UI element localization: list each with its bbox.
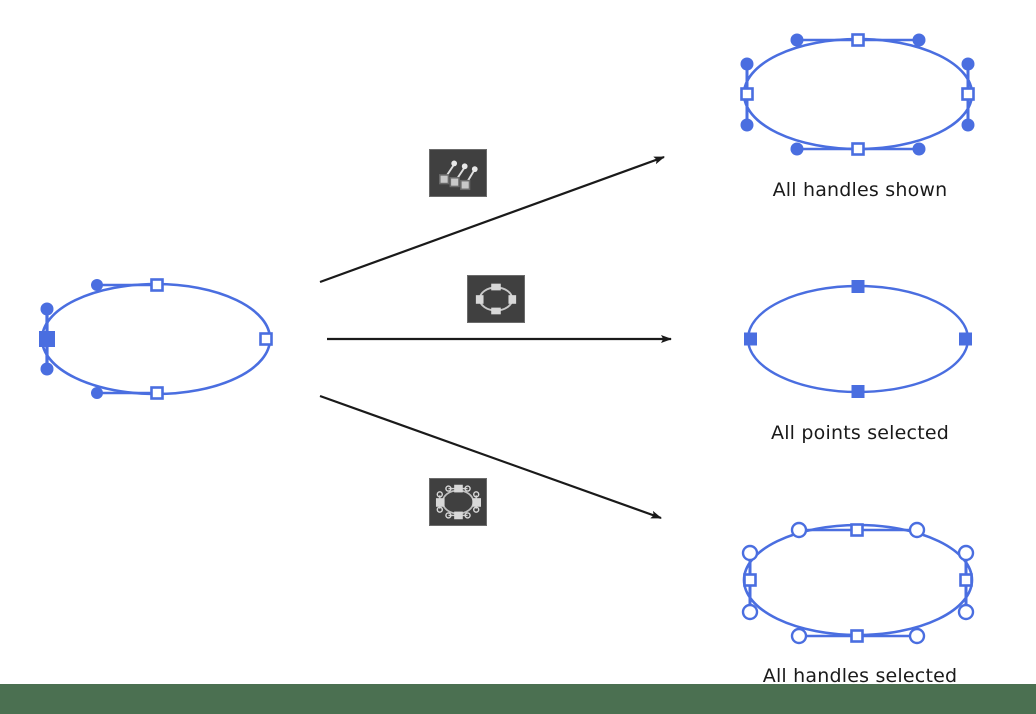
icon-node-top [491,283,501,291]
icon-handle-tl [445,485,452,492]
icon-handle-ld [436,506,444,513]
r1-node-right[interactable] [961,87,975,101]
handle-dot-1 [451,160,458,167]
icon-node-right [472,498,481,507]
icon-node-bottom [454,511,463,520]
r1-handle-bottom-right[interactable] [912,142,926,156]
result-ellipse-handles-shown[interactable] [740,33,975,156]
result-ellipse-handles-selected[interactable] [741,521,975,645]
source-path-blue [40,282,272,396]
r2-node-bottom-selected[interactable] [851,385,865,398]
r3-handle-left-down[interactable] [741,603,759,621]
select-all-nodes-glyph [475,283,517,315]
r1-node-bottom[interactable] [851,142,865,156]
node-square-2 [449,177,460,188]
node-square-1 [439,174,450,185]
icon-handle-ru [472,491,480,498]
caption-all-handles-selected: All handles selected [762,665,958,687]
icon-node-right [508,295,517,304]
r3-node-bottom[interactable] [850,629,864,643]
r3-handle-left-up[interactable] [741,544,759,562]
bottom-bar [0,684,1036,714]
icon-handle-bl [445,512,452,519]
source-node-top[interactable] [150,278,164,292]
caption-all-handles-shown: All handles shown [772,179,948,201]
r3-node-top[interactable] [850,523,864,537]
icon-node-left [435,498,445,507]
source-handle-top-left[interactable] [91,279,103,291]
source-ellipse[interactable] [39,278,273,400]
source-node-bottom[interactable] [150,386,164,400]
select-all-handles-glyph [435,484,481,520]
icon-node-left [475,295,484,304]
r3-handle-bottom-right[interactable] [908,627,926,645]
arrow-group [319,155,672,520]
caption-all-points-selected: All points selected [771,422,949,444]
r1-path-blue [742,37,974,151]
icon-ellipse-path [441,489,475,515]
arrow-to-handles-selected [319,394,662,520]
icon-node-bottom [491,307,501,315]
r3-handle-right-up[interactable] [957,544,975,562]
icon-handle-rd [472,506,480,513]
select-all-handles-icon[interactable] [429,478,487,526]
r1-node-left[interactable] [740,87,754,101]
show-all-handles-glyph [439,160,478,191]
node-square-3 [460,179,471,191]
r2-node-left-selected[interactable] [744,332,757,346]
r1-handle-top-left[interactable] [790,33,804,47]
source-handle-bottom-left[interactable] [91,387,103,399]
r3-handle-top-left[interactable] [790,521,808,539]
r3-node-right[interactable] [959,573,973,587]
r3-node-left[interactable] [743,573,757,587]
source-handle-left-down[interactable] [40,362,54,376]
r3-handle-top-right[interactable] [908,521,926,539]
icon-handle-lu [436,491,444,498]
handle-dot-3 [471,166,478,173]
r2-path-blue [746,284,970,394]
icon-ellipse-path [478,286,514,312]
source-handle-left-up[interactable] [40,302,54,316]
r1-handle-bottom-left[interactable] [790,142,804,156]
r2-node-top-selected[interactable] [851,280,865,293]
source-node-left-selected[interactable] [39,331,55,347]
r3-path-blue [742,523,974,637]
r1-handle-right-up[interactable] [961,57,975,71]
handle-dot-2 [461,163,468,170]
select-all-nodes-icon[interactable] [467,275,525,323]
result-ellipse-points-selected[interactable] [744,280,972,398]
r3-handle-right-down[interactable] [957,603,975,621]
r1-node-top[interactable] [851,33,865,47]
show-all-handles-icon[interactable] [429,149,487,197]
arrow-to-handles-shown [319,155,665,284]
r1-handle-top-right[interactable] [912,33,926,47]
icon-handle-tr [464,485,471,492]
r1-handle-left-down[interactable] [740,118,754,132]
r3-handle-bottom-left[interactable] [790,627,808,645]
r2-node-right-selected[interactable] [959,332,972,346]
icon-node-top [454,484,463,493]
r1-handle-right-down[interactable] [961,118,975,132]
icon-handle-br [464,512,471,519]
source-node-right[interactable] [259,332,273,346]
r1-handle-left-up[interactable] [740,57,754,71]
